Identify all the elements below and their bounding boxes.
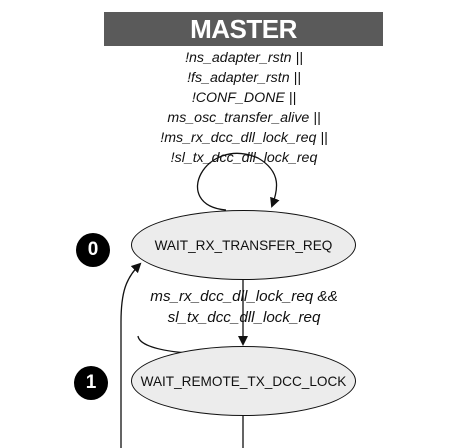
master-title-banner: MASTER bbox=[104, 12, 383, 46]
return-to-state-0-arrow bbox=[120, 262, 142, 448]
transition-condition: ms_rx_dcc_dll_lock_req && sl_tx_dcc_dll_… bbox=[120, 286, 368, 328]
self-loop-condition-line: !fs_adapter_rstn || bbox=[187, 70, 301, 86]
self-loop-arrow bbox=[196, 152, 280, 211]
self-loop-condition-line: !ms_rx_dcc_dll_lock_req || bbox=[160, 130, 328, 146]
state-1-number-badge: 1 bbox=[74, 366, 108, 400]
self-loop-condition-line: !sl_tx_dcc_dll_lock_req bbox=[170, 150, 318, 166]
self-loop-condition: !ns_adapter_rstn || !fs_adapter_rstn || … bbox=[140, 48, 348, 168]
self-loop-condition-line: ms_osc_transfer_alive || bbox=[167, 110, 321, 126]
state-wait-remote-tx-dcc-lock: WAIT_REMOTE_TX_DCC_LOCK bbox=[131, 346, 356, 416]
state-0-number-badge: 0 bbox=[76, 233, 110, 267]
self-loop-condition-line: !CONF_DONE || bbox=[191, 90, 297, 106]
transition-condition-line: sl_tx_dcc_dll_lock_req bbox=[167, 309, 321, 326]
state-wait-rx-transfer-req: WAIT_RX_TRANSFER_REQ bbox=[131, 210, 356, 280]
transition-condition-line: ms_rx_dcc_dll_lock_req && bbox=[150, 288, 338, 305]
self-loop-condition-line: !ns_adapter_rstn || bbox=[185, 50, 303, 66]
